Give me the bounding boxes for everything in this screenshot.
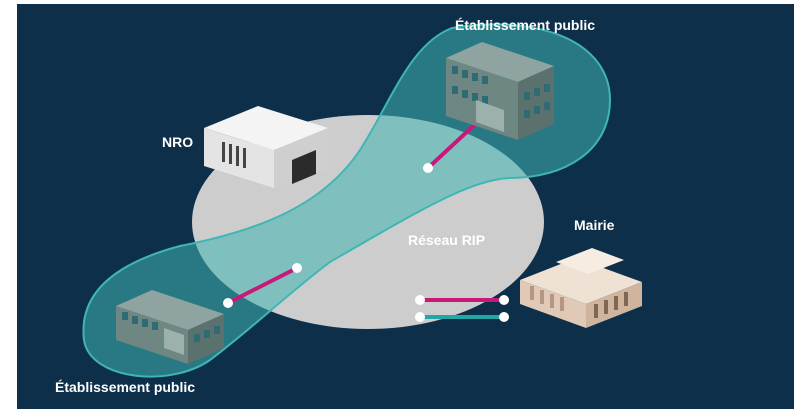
etablissement-bottom-label: Établissement public [55, 379, 195, 395]
mairie-label: Mairie [574, 217, 615, 233]
link-node [415, 295, 425, 305]
mairie-building-icon [520, 248, 642, 328]
link-node [415, 312, 425, 322]
link-node [499, 295, 509, 305]
reseau-label: Réseau RIP [408, 232, 485, 248]
link-node [223, 298, 233, 308]
link-node [292, 263, 302, 273]
etablissement-top-building-icon [446, 42, 554, 140]
link-node [499, 312, 509, 322]
nro-label: NRO [162, 134, 193, 150]
link-mairie [415, 295, 509, 322]
nro-building-icon [204, 106, 328, 188]
link-node [423, 163, 433, 173]
etablissement-top-label: Établissement public [455, 17, 595, 33]
link-etablissement-bottom [223, 263, 302, 308]
etablissement-bottom-building-icon [116, 290, 224, 364]
